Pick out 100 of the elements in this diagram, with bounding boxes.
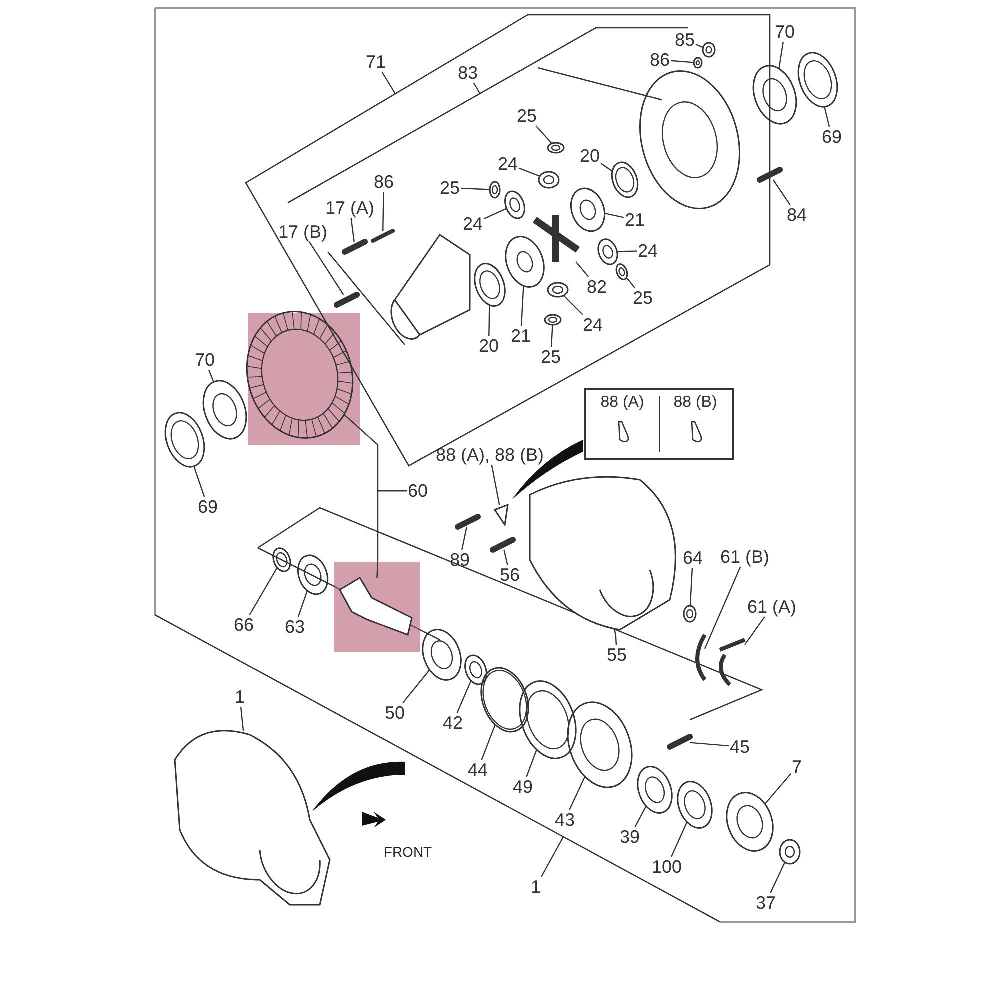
leader-line [576, 262, 590, 278]
pinion-gear-drawing [339, 576, 413, 636]
carrier-housing-drawing [529, 476, 676, 631]
leader-line [382, 192, 384, 232]
leader-line [626, 277, 636, 288]
callout-number: 42 [442, 713, 464, 733]
callout-number: 63 [284, 617, 306, 637]
leader-line [488, 305, 490, 336]
leader-line [249, 568, 278, 616]
callout-number: 25 [632, 288, 654, 308]
flange-drawing [726, 792, 774, 852]
leader-line [350, 218, 355, 242]
leader-line [484, 208, 508, 220]
leader-line [604, 212, 624, 218]
leader-line [308, 242, 344, 296]
leader-line [194, 466, 206, 498]
bracket-drawing [494, 504, 509, 528]
bearing-drawing [752, 65, 798, 125]
callout-number: 86 [648, 50, 672, 70]
callout-number: 50 [384, 703, 406, 723]
callout-number: 60 [406, 481, 430, 501]
direction-label: FRONT [384, 844, 432, 860]
bolt-drawing [455, 514, 481, 530]
callout-number: 49 [512, 777, 534, 797]
callout-number: 66 [232, 615, 256, 635]
leader-line [376, 490, 407, 578]
leader-line [770, 862, 786, 894]
part-code: 88 (A) [600, 395, 644, 411]
leader-line [778, 42, 784, 70]
leader-line [520, 286, 524, 326]
callout-number: 45 [728, 737, 752, 757]
leader-line [481, 724, 496, 760]
leader-line [690, 742, 730, 747]
bolt-drawing [490, 537, 516, 553]
leader-line [600, 163, 613, 172]
leader-line [208, 370, 214, 382]
leader-line [569, 776, 586, 810]
detail-inset [584, 388, 734, 460]
leader-line [764, 774, 792, 805]
callout-number: 61 (B) [719, 547, 771, 567]
callout-number: 1 [234, 687, 246, 707]
callout-number: 17 (B) [277, 222, 329, 242]
callout-number: 21 [624, 210, 646, 230]
leader-line [634, 806, 647, 828]
nut-drawing [779, 839, 801, 865]
leader-line [240, 706, 244, 731]
callout-number: 25 [516, 106, 538, 126]
callout-number: 20 [478, 336, 500, 356]
callout-number: 69 [196, 497, 220, 517]
callout-number: 71 [364, 52, 388, 72]
leader-line [670, 822, 688, 858]
callout-number: 24 [462, 214, 484, 234]
callout-number: 43 [554, 810, 576, 830]
leader-line [491, 464, 500, 506]
callout-number: 86 [372, 172, 396, 192]
callout-number: 56 [498, 565, 522, 585]
washer-drawing [272, 548, 292, 572]
leader-line [704, 566, 742, 650]
group-outline [154, 614, 720, 923]
seal-drawing [164, 412, 206, 468]
leader-line [696, 44, 704, 48]
callout-number: 44 [466, 760, 490, 780]
callout-number: 64 [682, 548, 704, 568]
bolt-drawing [757, 167, 783, 183]
leader-line [617, 250, 637, 252]
group-outline [245, 14, 771, 467]
callout-number: 25 [540, 347, 562, 367]
leader-line [772, 180, 791, 206]
leader-line [526, 750, 538, 778]
bearing-drawing [202, 380, 248, 440]
callout-number: 1 [530, 877, 542, 897]
leader-line [824, 106, 830, 128]
leader-line [518, 168, 540, 178]
leader-line [462, 526, 468, 550]
callout-number: 70 [774, 22, 796, 42]
strap-drawing [718, 638, 747, 687]
callout-number: 21 [510, 326, 532, 346]
callout-number: 17 (A) [324, 198, 376, 218]
leader-line [614, 630, 618, 646]
callout-number: 100 [650, 857, 684, 877]
leader-line [690, 568, 694, 606]
leader-line [563, 295, 584, 316]
callout-number: 83 [456, 63, 480, 83]
leader-line [670, 60, 694, 64]
callout-number: 55 [606, 645, 628, 665]
callout-number: 39 [618, 827, 642, 847]
leader-line [504, 550, 508, 566]
leader-line [402, 670, 430, 704]
callout-number: 24 [582, 315, 604, 335]
callout-number: 69 [820, 127, 844, 147]
part-code: 88 (B) [674, 395, 718, 411]
callout-number: 70 [194, 350, 216, 370]
callout-number: 20 [578, 146, 602, 166]
leader-line [473, 82, 481, 94]
callout-number: 24 [636, 241, 660, 261]
callout-number: 85 [674, 30, 696, 50]
callout-number: 25 [438, 178, 462, 198]
callout-number: 7 [791, 757, 803, 777]
leader-line [382, 72, 396, 94]
leader-line [550, 324, 554, 348]
